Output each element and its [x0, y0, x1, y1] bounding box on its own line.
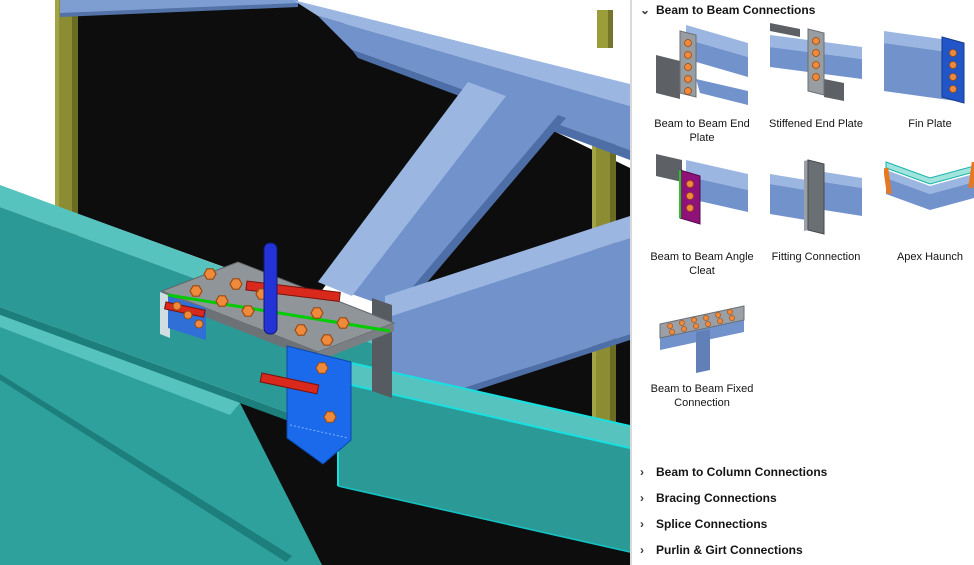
- section-label: Bracing Connections: [656, 490, 777, 505]
- far-side-bolts: [172, 301, 204, 329]
- gusset-plate: [286, 345, 352, 465]
- thumbnail-label: Beam to Beam Angle Cleat: [650, 250, 754, 277]
- collapsed-sections: › Beam to Column Connections › Bracing C…: [638, 459, 974, 565]
- connection-item-beam-to-beam-angle-cleat[interactable]: Beam to Beam Angle Cleat: [650, 153, 754, 279]
- section-beam-to-beam-connections[interactable]: ⌄ Beam to Beam Connections: [638, 0, 974, 19]
- apex-haunch-icon: [884, 160, 974, 210]
- chevron-right-icon: ›: [640, 542, 644, 557]
- thumbnail-label: Fitting Connection: [771, 250, 861, 263]
- stiffened-end-plate-icon: [770, 23, 862, 101]
- viewport-3d-scene[interactable]: [0, 0, 630, 565]
- beam-blue-incoming[interactable]: [318, 82, 566, 312]
- chevron-down-icon: ⌄: [640, 3, 651, 17]
- connection-item-beam-to-beam-fixed-connection[interactable]: Beam to Beam Fixed Connection: [650, 286, 754, 411]
- connection-item-fin-plate[interactable]: Fin Plate: [878, 21, 974, 146]
- section-bracing-connections[interactable]: › Bracing Connections: [638, 485, 974, 511]
- chevron-right-icon: ›: [640, 464, 644, 479]
- axis-red-2: [259, 372, 320, 395]
- 3d-viewport[interactable]: [0, 0, 632, 565]
- section-purlin-girt-connections[interactable]: › Purlin & Girt Connections: [638, 537, 974, 563]
- section-label: Beam to Column Connections: [656, 464, 828, 479]
- connection-item-beam-to-beam-end-plate[interactable]: Beam to Beam End Plate: [650, 21, 754, 146]
- connection-gallery: Beam to Beam End Plate Stiffened End Pla…: [638, 19, 974, 411]
- connections-panel[interactable]: ⌄ Beam to Beam Connections Beam to Beam …: [632, 0, 974, 565]
- column-far-top-right[interactable]: [597, 10, 613, 48]
- fitting-connection-icon: [770, 158, 862, 235]
- beam-blue-far-top[interactable]: [60, 0, 298, 17]
- thumbnail-label: Beam to Beam End Plate: [654, 118, 750, 145]
- end-plate-dark: [372, 298, 392, 398]
- connection-item-apex-haunch[interactable]: Apex Haunch: [878, 154, 974, 279]
- splice-connection[interactable]: [160, 242, 396, 465]
- thumbnail-label: Apex Haunch: [896, 250, 964, 263]
- thumbnail-label: Stiffened End Plate: [769, 118, 863, 130]
- axis-blue-cylinder: [263, 242, 278, 335]
- beam-to-beam-fixed-connection-icon: [659, 305, 745, 374]
- chevron-right-icon: ›: [640, 516, 644, 531]
- thumbnail-label: Fin Plate: [908, 118, 952, 130]
- connection-item-fitting-connection[interactable]: Fitting Connection: [764, 154, 868, 279]
- section-splice-connections[interactable]: › Splice Connections: [638, 511, 974, 537]
- axis-green: [167, 293, 391, 333]
- connection-item-stiffened-end-plate[interactable]: Stiffened End Plate: [764, 21, 868, 146]
- section-label: Splice Connections: [656, 516, 768, 531]
- beam-to-beam-end-plate-icon: [656, 25, 748, 105]
- chevron-right-icon: ›: [640, 490, 644, 505]
- section-label: Purlin & Girt Connections: [656, 542, 803, 557]
- thumbnail-label: Beam to Beam Fixed Connection: [650, 383, 754, 410]
- section-label: Beam to Beam Connections: [656, 3, 816, 17]
- fin-plate-icon: [884, 31, 965, 104]
- section-beam-to-column-connections[interactable]: › Beam to Column Connections: [638, 459, 974, 485]
- beam-to-beam-angle-cleat-icon: [656, 153, 748, 225]
- beam-teal-near[interactable]: [0, 315, 322, 565]
